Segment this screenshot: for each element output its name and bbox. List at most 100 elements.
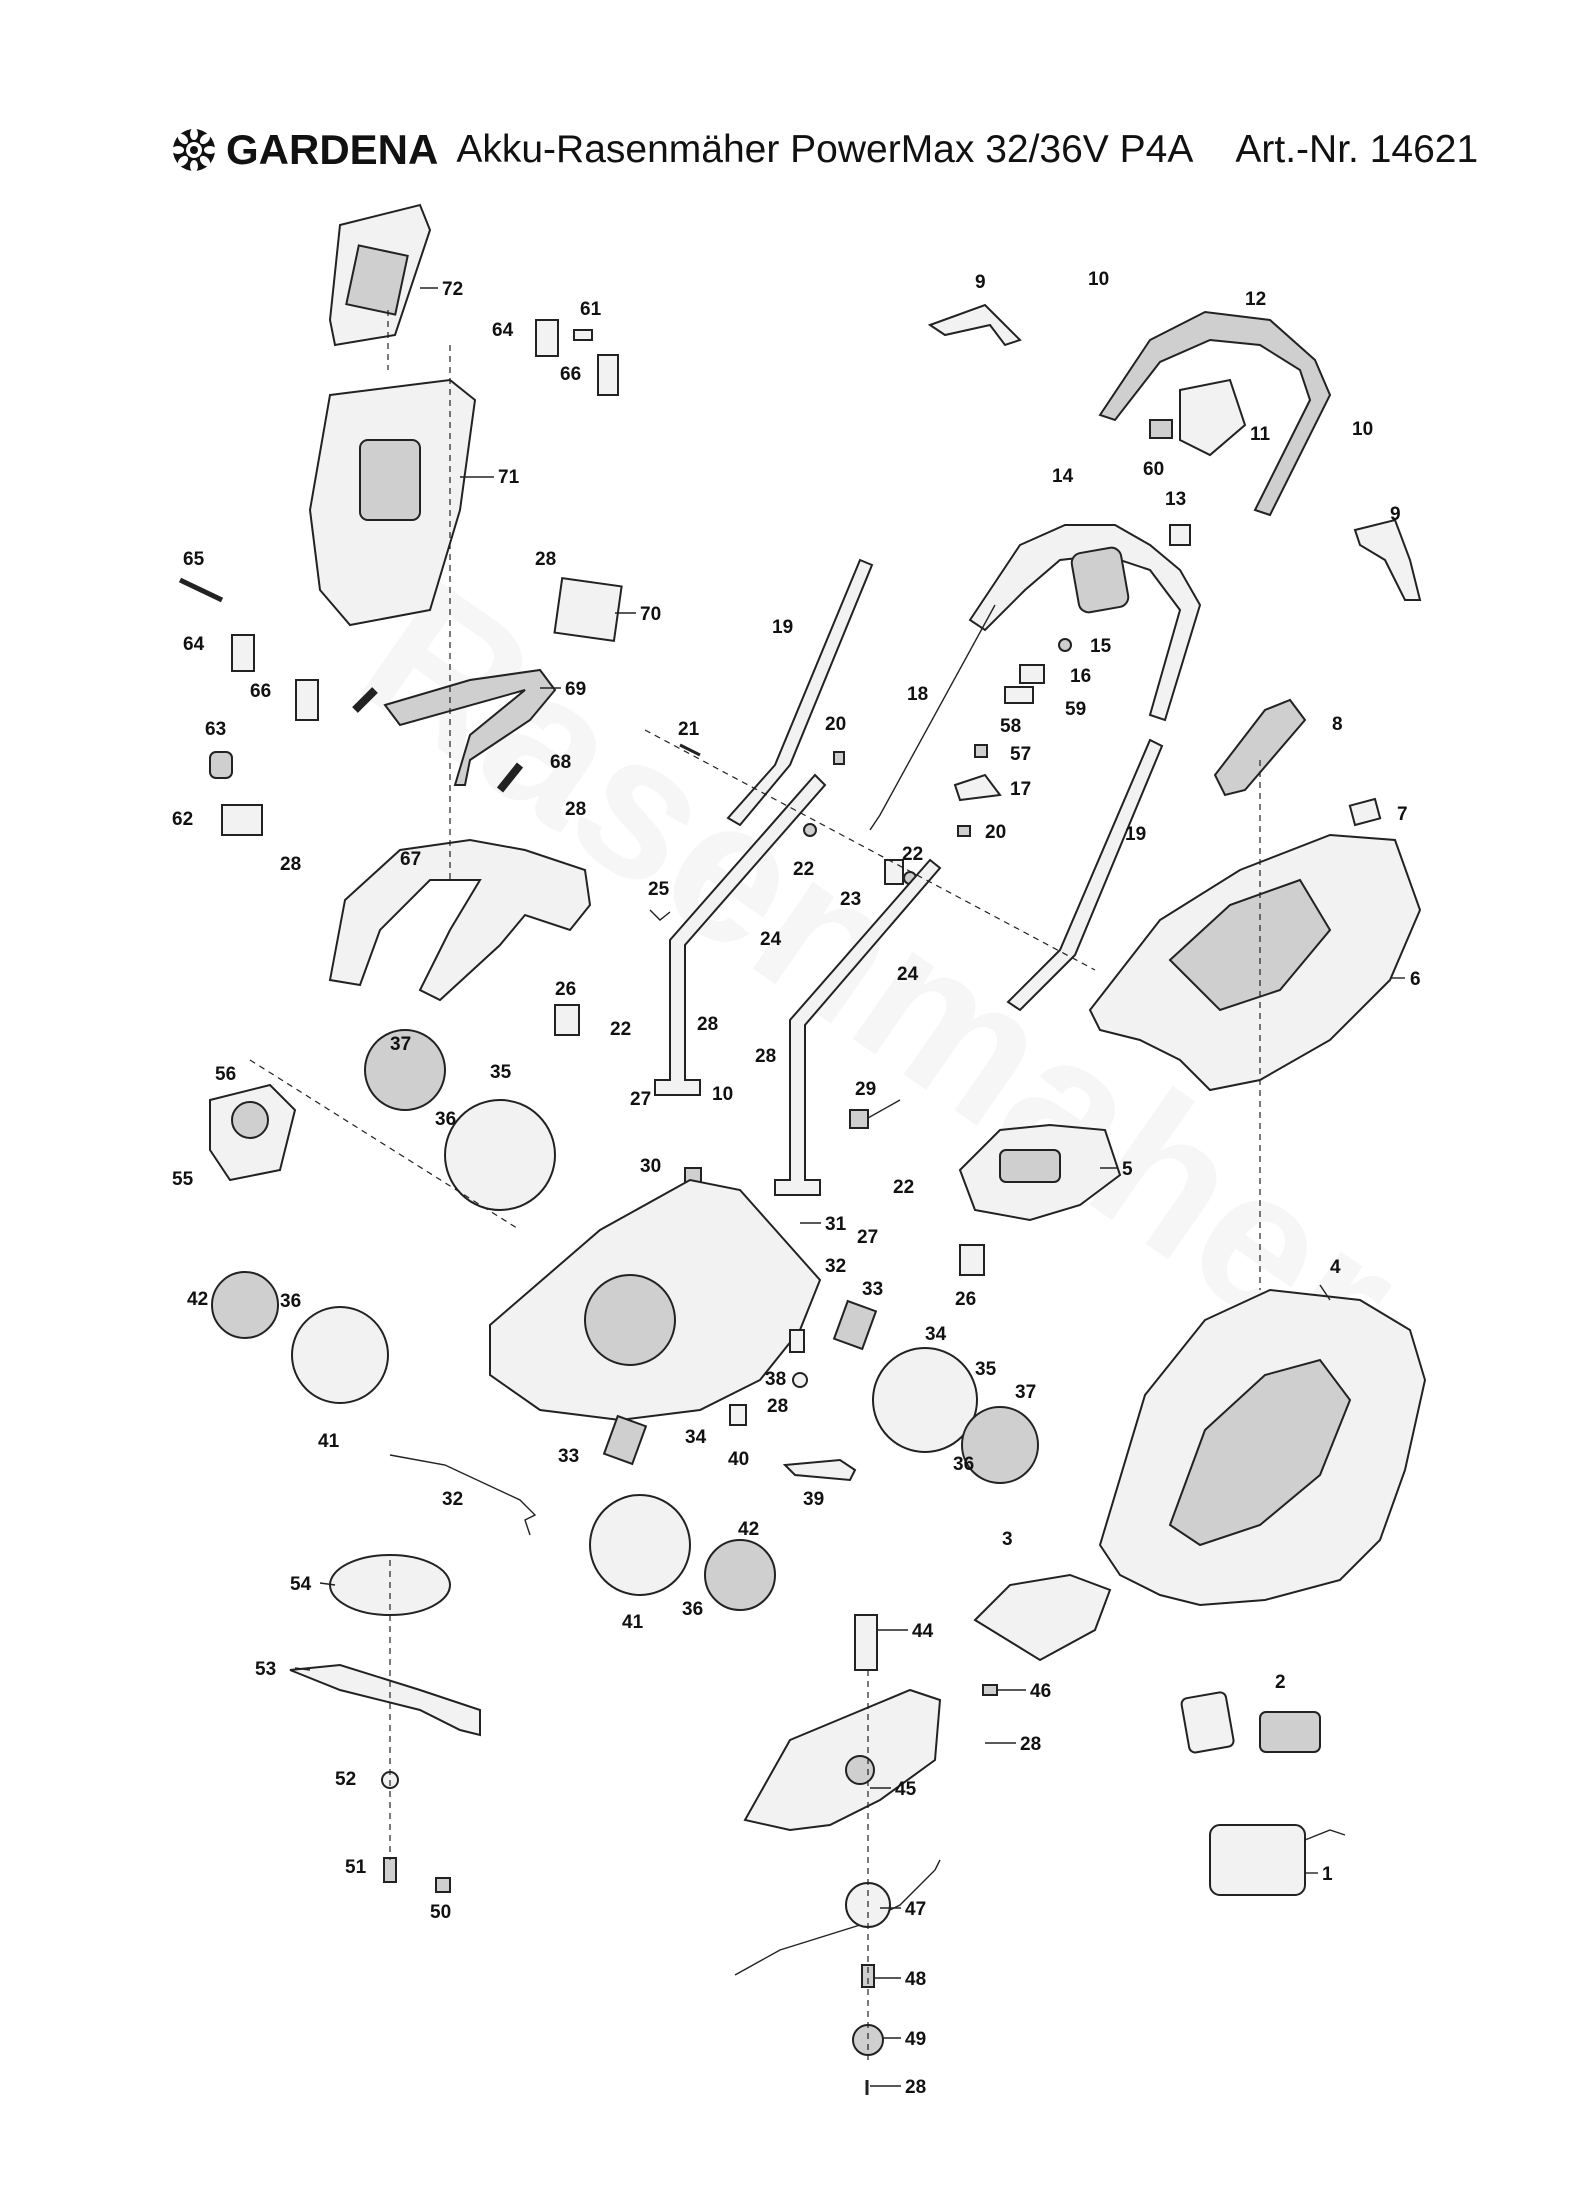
callout-27-a: 27 [630,1089,651,1110]
part-2-display-module [1180,1691,1235,1754]
callout-9-right: 9 [1390,504,1401,525]
callout-10-right: 10 [1352,419,1373,440]
part-1-charger [1209,1824,1306,1896]
callout-59: 59 [1065,699,1086,720]
part-33-height-adjuster-b [602,1414,648,1466]
callout-57: 57 [1010,744,1031,765]
callout-10-mid: 10 [712,1084,733,1105]
part-44-shaft [854,1614,878,1671]
part-45-drive-housing [743,1688,942,1832]
callout-13: 13 [1165,489,1186,510]
part-18-cable [869,604,996,831]
part-48-spring [861,1964,875,1988]
part-64-switch-left [231,634,255,672]
part-6-flap-opening [1168,878,1332,1012]
callout-27-b: 27 [857,1227,878,1248]
callout-24-left: 24 [760,929,782,950]
callout-5: 5 [1122,1159,1133,1180]
callout-7: 7 [1397,804,1408,825]
callout-11: 11 [1250,424,1271,445]
callout-32-top: 32 [825,1256,846,1277]
callout-51: 51 [345,1857,367,1878]
part-65-rod [178,577,224,603]
callout-28-e: 28 [755,1046,776,1067]
callout-50: 50 [430,1902,451,1923]
callout-20-right: 20 [985,822,1006,843]
callout-62: 62 [172,809,193,830]
part-33-height-adjuster-a [832,1299,878,1351]
callout-25: 25 [648,879,670,900]
part-12-upper-handle [1098,310,1332,517]
callout-36-left: 36 [280,1291,301,1312]
callout-35-top: 35 [490,1062,512,1083]
callout-28-c: 28 [280,854,301,875]
part-3-deflector [973,1573,1112,1662]
part-39-lever [782,1458,857,1482]
part-9-handle-cap-top [927,303,1022,347]
part-51-bolt [383,1857,397,1883]
callout-16: 16 [1070,666,1091,687]
callout-4: 4 [1330,1257,1341,1278]
callout-54: 54 [290,1574,312,1595]
part-24-tube-right [774,858,942,1196]
part-29-wire [867,1099,901,1119]
part-24-tube-left [654,773,827,1096]
part-2-adapter [1259,1711,1321,1753]
part-61-spring [573,329,593,341]
callout-39: 39 [803,1489,824,1510]
callout-60: 60 [1143,459,1164,480]
part-14-display [1070,546,1130,614]
gardena-flower-logo-icon [172,128,216,172]
callout-64-left: 64 [183,634,205,655]
callout-26-left: 26 [555,979,576,1000]
callout-3: 3 [1002,1529,1013,1550]
callout-10-top: 10 [1088,269,1109,290]
part-11-control-box [1179,378,1247,457]
callout-37-top: 37 [390,1034,411,1055]
callout-41-bottom: 41 [622,1612,644,1633]
part-26-lever-left [554,1004,580,1036]
callout-35-right: 35 [975,1359,997,1380]
callout-41-left: 41 [318,1431,340,1452]
callout-56: 56 [215,1064,236,1085]
callout-37-right: 37 [1015,1382,1036,1403]
part-67-housing-frame [328,838,592,1002]
part-21-bolt [679,743,701,757]
part-42-hubcap-a [211,1271,279,1339]
callout-20-top: 20 [825,714,846,735]
callout-2: 2 [1275,1672,1286,1693]
article-number: Art.-Nr. 14621 [1235,128,1479,171]
callout-42-bottom: 42 [738,1519,759,1540]
part-66-switch-left [295,679,319,721]
callout-44: 44 [912,1621,934,1642]
callout-40: 40 [728,1449,749,1470]
part-26-lever-right [959,1244,985,1276]
brand-name: GARDENA [226,126,439,173]
callout-19-right: 19 [1125,824,1146,845]
part-8-bag-handle [1213,698,1307,797]
callout-64-top: 64 [492,320,514,341]
part-64-switch-top [535,319,559,357]
callout-55: 55 [172,1169,194,1190]
callout-17: 17 [1010,779,1031,800]
part-17-cap [953,773,1002,802]
callout-45: 45 [895,1779,917,1800]
part-57-screw [974,744,988,758]
part-7-indicator [1348,797,1382,827]
callout-14: 14 [1052,466,1074,487]
part-37-hubcap-a [364,1029,446,1111]
callout-34-bottom: 34 [685,1427,707,1448]
callout-47: 47 [905,1899,926,1920]
callout-63: 63 [205,719,226,740]
part-49-gear [852,2024,884,2056]
callout-67: 67 [400,849,421,870]
part-66-switch-top [597,354,619,396]
part-60-button [1149,419,1173,439]
callout-28-g: 28 [1020,1734,1041,1755]
callout-12: 12 [1245,289,1266,310]
callout-21: 21 [678,719,700,740]
callout-66-left: 66 [250,681,271,702]
callout-38: 38 [765,1369,786,1390]
part-40-pad [729,1404,747,1426]
part-20-screw-right [957,825,971,837]
